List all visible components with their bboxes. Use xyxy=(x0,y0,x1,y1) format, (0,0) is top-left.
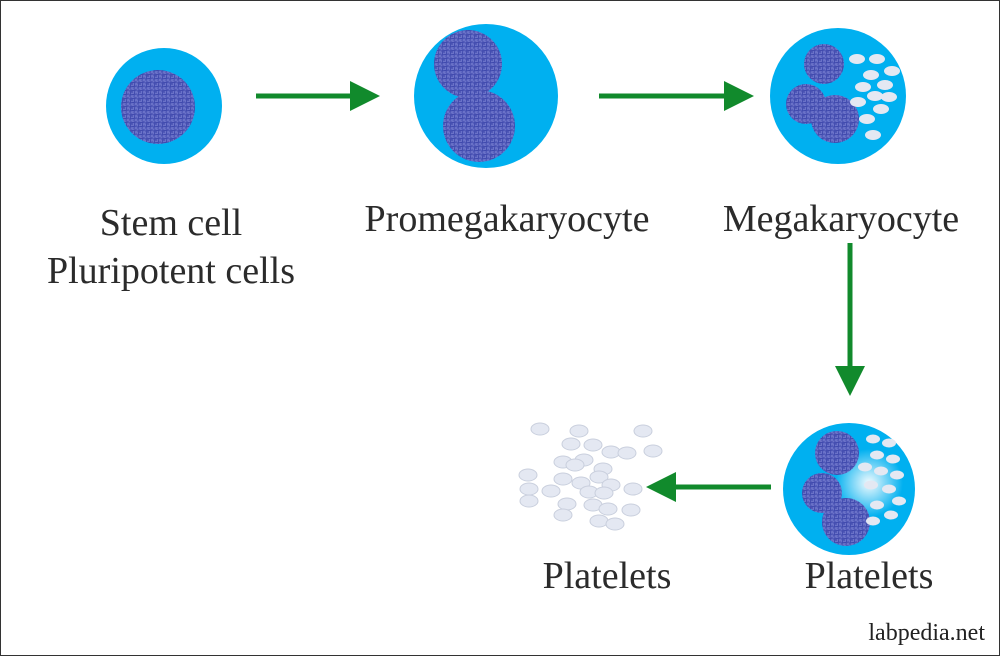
budding-cell-nucleus-lobe xyxy=(815,431,859,475)
platelet-granule xyxy=(869,54,885,64)
stem-cell-label: Stem cell Pluripotent cells xyxy=(16,199,326,295)
platelet-granule xyxy=(884,66,900,76)
platelet-granule xyxy=(859,114,875,124)
platelet-granule xyxy=(623,482,643,496)
platelet-granule xyxy=(643,444,663,458)
platelet-granule xyxy=(561,437,581,451)
platelet-granule xyxy=(867,91,883,101)
platelet-granule xyxy=(870,500,884,510)
platelet-granule xyxy=(518,468,538,482)
platelet-granule xyxy=(621,503,641,517)
platelet-granule xyxy=(601,445,621,459)
budding-cell-granules xyxy=(858,434,906,526)
promegakaryocyte-nucleus-lobe xyxy=(434,30,502,98)
megakaryocyte-nucleus-lobe xyxy=(811,95,859,143)
free-platelets-cluster xyxy=(518,422,663,531)
budding-megakaryocyte-cell xyxy=(783,423,915,555)
platelet-granule xyxy=(530,422,550,436)
megakaryocyte-label: Megakaryocyte xyxy=(722,198,960,240)
platelet-granule xyxy=(617,446,637,460)
free-platelets-label: Platelets xyxy=(542,555,672,597)
platelet-granule xyxy=(633,424,653,438)
megakaryocyte-granules xyxy=(849,54,900,140)
platelet-granule xyxy=(877,80,893,90)
promegakaryocyte-label: Promegakaryocyte xyxy=(364,198,650,240)
platelet-granule xyxy=(598,502,618,516)
watermark: labpedia.net xyxy=(868,620,985,646)
platelet-granule xyxy=(882,438,896,448)
platelet-granule xyxy=(519,494,539,508)
platelet-granule xyxy=(541,484,561,498)
promegakaryocyte-cell xyxy=(414,24,558,168)
megakaryocyte-cell xyxy=(770,28,906,164)
platelet-granule xyxy=(855,82,871,92)
platelet-granule xyxy=(850,97,866,107)
platelet-granule xyxy=(866,516,880,526)
platelet-granule xyxy=(594,486,614,500)
platelet-granule xyxy=(892,496,906,506)
promegakaryocyte-nucleus-lobe xyxy=(443,90,515,162)
platelet-granule xyxy=(884,510,898,520)
platelet-granule xyxy=(863,70,879,80)
stem-cell-label-line1: Stem cell xyxy=(99,202,243,244)
platelet-granule xyxy=(881,92,897,102)
platelet-granule xyxy=(553,508,573,522)
platelet-granule xyxy=(583,438,603,452)
megakaryocyte-nucleus-lobe xyxy=(804,44,844,84)
platelet-granule xyxy=(589,470,609,484)
platelet-granule xyxy=(866,434,880,444)
platelet-granule xyxy=(849,54,865,64)
platelet-granule xyxy=(870,450,884,460)
platelet-granule xyxy=(553,472,573,486)
platelet-granule xyxy=(882,484,896,494)
platelet-granule xyxy=(886,454,900,464)
platelet-granule xyxy=(864,480,878,490)
stem-cell-nucleus xyxy=(121,70,195,144)
platelet-granule xyxy=(519,482,539,496)
platelet-granule xyxy=(865,130,881,140)
platelet-granule xyxy=(557,497,577,511)
platelet-granule xyxy=(569,424,589,438)
budding-cell-nucleus-lobe xyxy=(822,498,870,546)
platelet-granule xyxy=(605,517,625,531)
stem-cell-label-line2: Pluripotent cells xyxy=(46,250,296,292)
platelet-granule xyxy=(874,466,888,476)
stem-cell xyxy=(106,48,222,164)
budding-platelets-label: Platelets xyxy=(804,555,934,597)
platelet-granule xyxy=(565,458,585,472)
platelet-granule xyxy=(589,514,609,528)
platelet-granule xyxy=(858,462,872,472)
platelet-granule xyxy=(873,104,889,114)
platelet-granule xyxy=(890,470,904,480)
